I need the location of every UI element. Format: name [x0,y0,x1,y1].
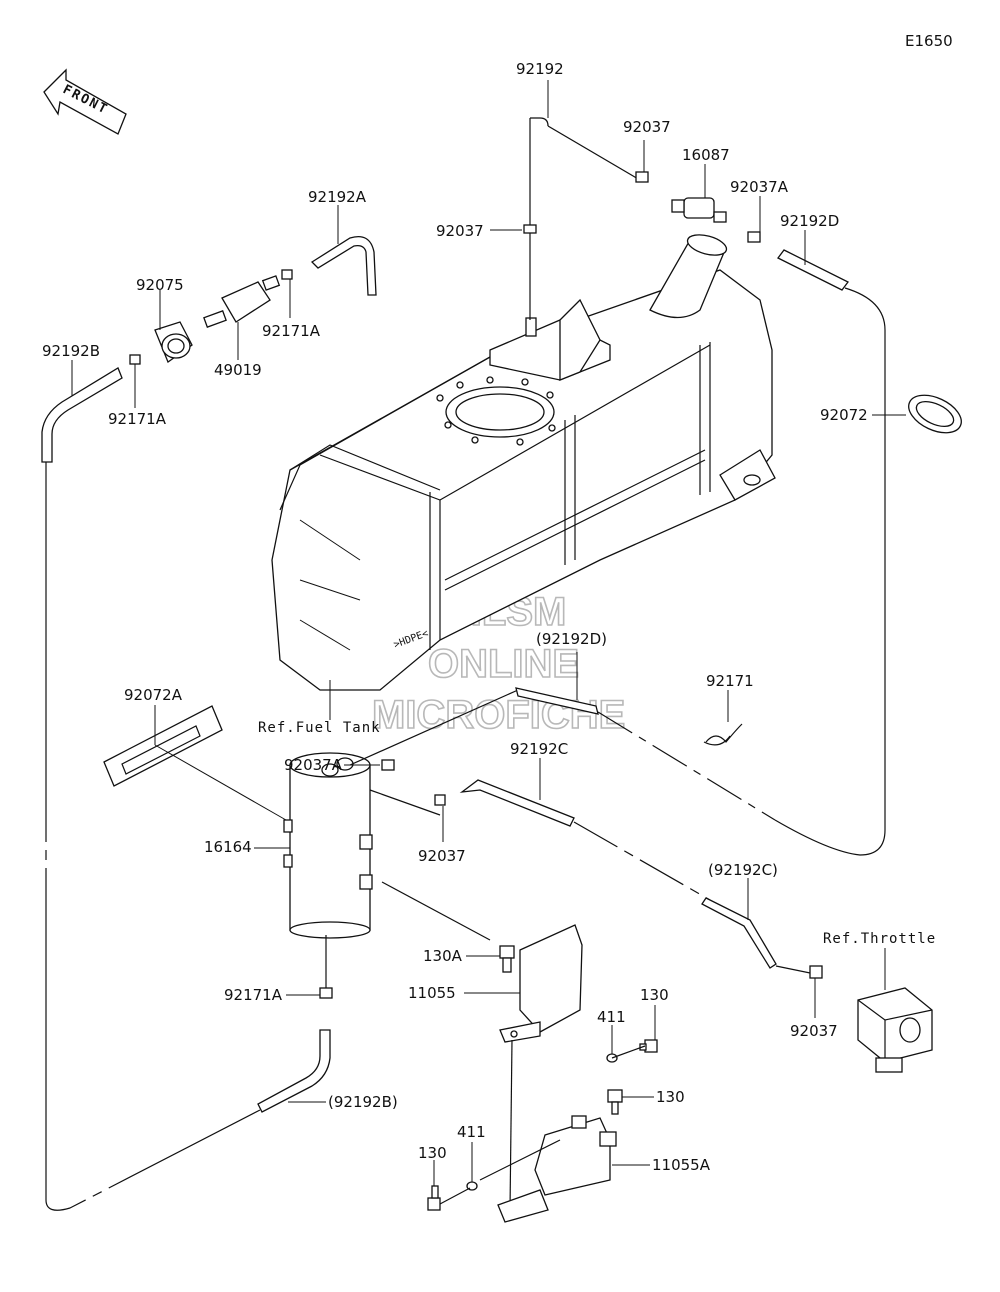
watermark-line-3: MICROFICHE [372,693,625,737]
label-92037-left: 92037 [436,222,484,240]
label-92192: 92192 [516,60,564,78]
label-92037-top: 92037 [623,118,671,136]
holder-92075 [154,321,193,364]
label-411-b: 411 [457,1123,486,1141]
ref-throttle: Ref.Throttle [823,931,936,947]
clamp-92037A-mid [381,759,395,771]
label-92171: 92171 [706,672,754,690]
label-130-a: 130 [640,986,669,1004]
label-92072: 92072 [820,406,868,424]
hose-canister-outlet [369,789,441,816]
label-411-a: 411 [597,1008,626,1026]
hose-92192C [459,779,575,827]
bracket-11055 [499,924,583,1043]
label-92171A-c: 92171A [224,986,283,1004]
clamp-92037-bot [809,965,823,979]
label-130-c: 130 [418,1144,447,1162]
mount-line-11055 [509,1039,513,1211]
fuel-tank: >HDPE< [271,234,776,691]
hose-92192B-route [45,462,261,1211]
leader-92072A-to-canister [154,744,287,821]
clamp-92072 [908,394,962,434]
clamp-92037-top [635,171,649,183]
ref-fuel-tank: Ref.Fuel Tank [258,720,381,736]
hose-92192A [310,235,377,296]
label-92075: 92075 [136,276,184,294]
clamp-92037A-top [747,231,761,243]
leader-bracket-to-canister [381,881,491,941]
label-92192D: 92192D [780,212,839,230]
hose-92192-elbow [530,117,549,127]
label-130-b: 130 [656,1088,685,1106]
label-92072A: 92072A [124,686,183,704]
clamp-92037-left [523,224,537,234]
bolt-130-b [607,1089,623,1115]
hose-92192D [777,249,849,291]
hose-92192B [41,367,123,463]
hardware-line-c [439,1187,471,1205]
mount-line-11055A [479,1139,561,1181]
label-92192C: 92192C [510,740,568,758]
label-92192B-paren: (92192B) [328,1093,398,1111]
bolt-130-a [639,1039,658,1053]
fuel-filter-49019 [203,275,281,328]
label-130A: 130A [423,947,463,965]
hose-92192-to-valve [547,125,641,181]
hose-92192C-route [573,821,711,901]
label-92037-bot: 92037 [790,1022,838,1040]
hose-92192D-lower [515,687,599,715]
bracket-11055A [497,1115,617,1223]
canister-16164 [283,752,373,939]
label-92192B: 92192B [42,342,100,360]
hose-canister-to-tank [349,689,519,766]
label-11055A: 11055A [652,1156,711,1174]
strap-92072A [103,705,223,787]
clip-92171-icon [703,723,743,746]
label-92192D-paren: (92192D) [536,630,607,648]
front-arrow-icon: FRONT [43,68,127,135]
label-11055: 11055 [408,984,456,1002]
throttle-body [857,987,933,1073]
hose-92192C-lower [701,897,777,969]
label-92192A: 92192A [308,188,367,206]
label-92171A-b: 92171A [108,410,167,428]
bolt-130A [499,945,515,973]
bolt-130-c [427,1185,441,1211]
label-92192C-paren: (92192C) [708,861,778,879]
label-92037-mid: 92037 [418,847,466,865]
hose-to-throttle [775,965,816,975]
hardware-line-a [611,1045,646,1059]
clamp-92037-mid [434,794,446,806]
label-16087: 16087 [682,146,730,164]
hose-92192B-lower [257,1029,331,1113]
label-92037A-mid: 92037A [284,756,343,774]
clamp-92171A-b [129,354,141,365]
label-49019: 49019 [214,361,262,379]
diagram-code: E1650 [905,32,953,50]
clamp-92171A-a [281,269,293,280]
hose-92192D-route [774,287,886,856]
hose-92192D-lower-route [597,711,776,821]
clamp-92171A-c [319,987,333,999]
valve-16087 [671,197,727,223]
label-16164: 16164 [204,838,252,856]
label-92171A-a: 92171A [262,322,321,340]
watermark-line-2: ONLINE [428,642,579,686]
label-92037A-top: 92037A [730,178,789,196]
